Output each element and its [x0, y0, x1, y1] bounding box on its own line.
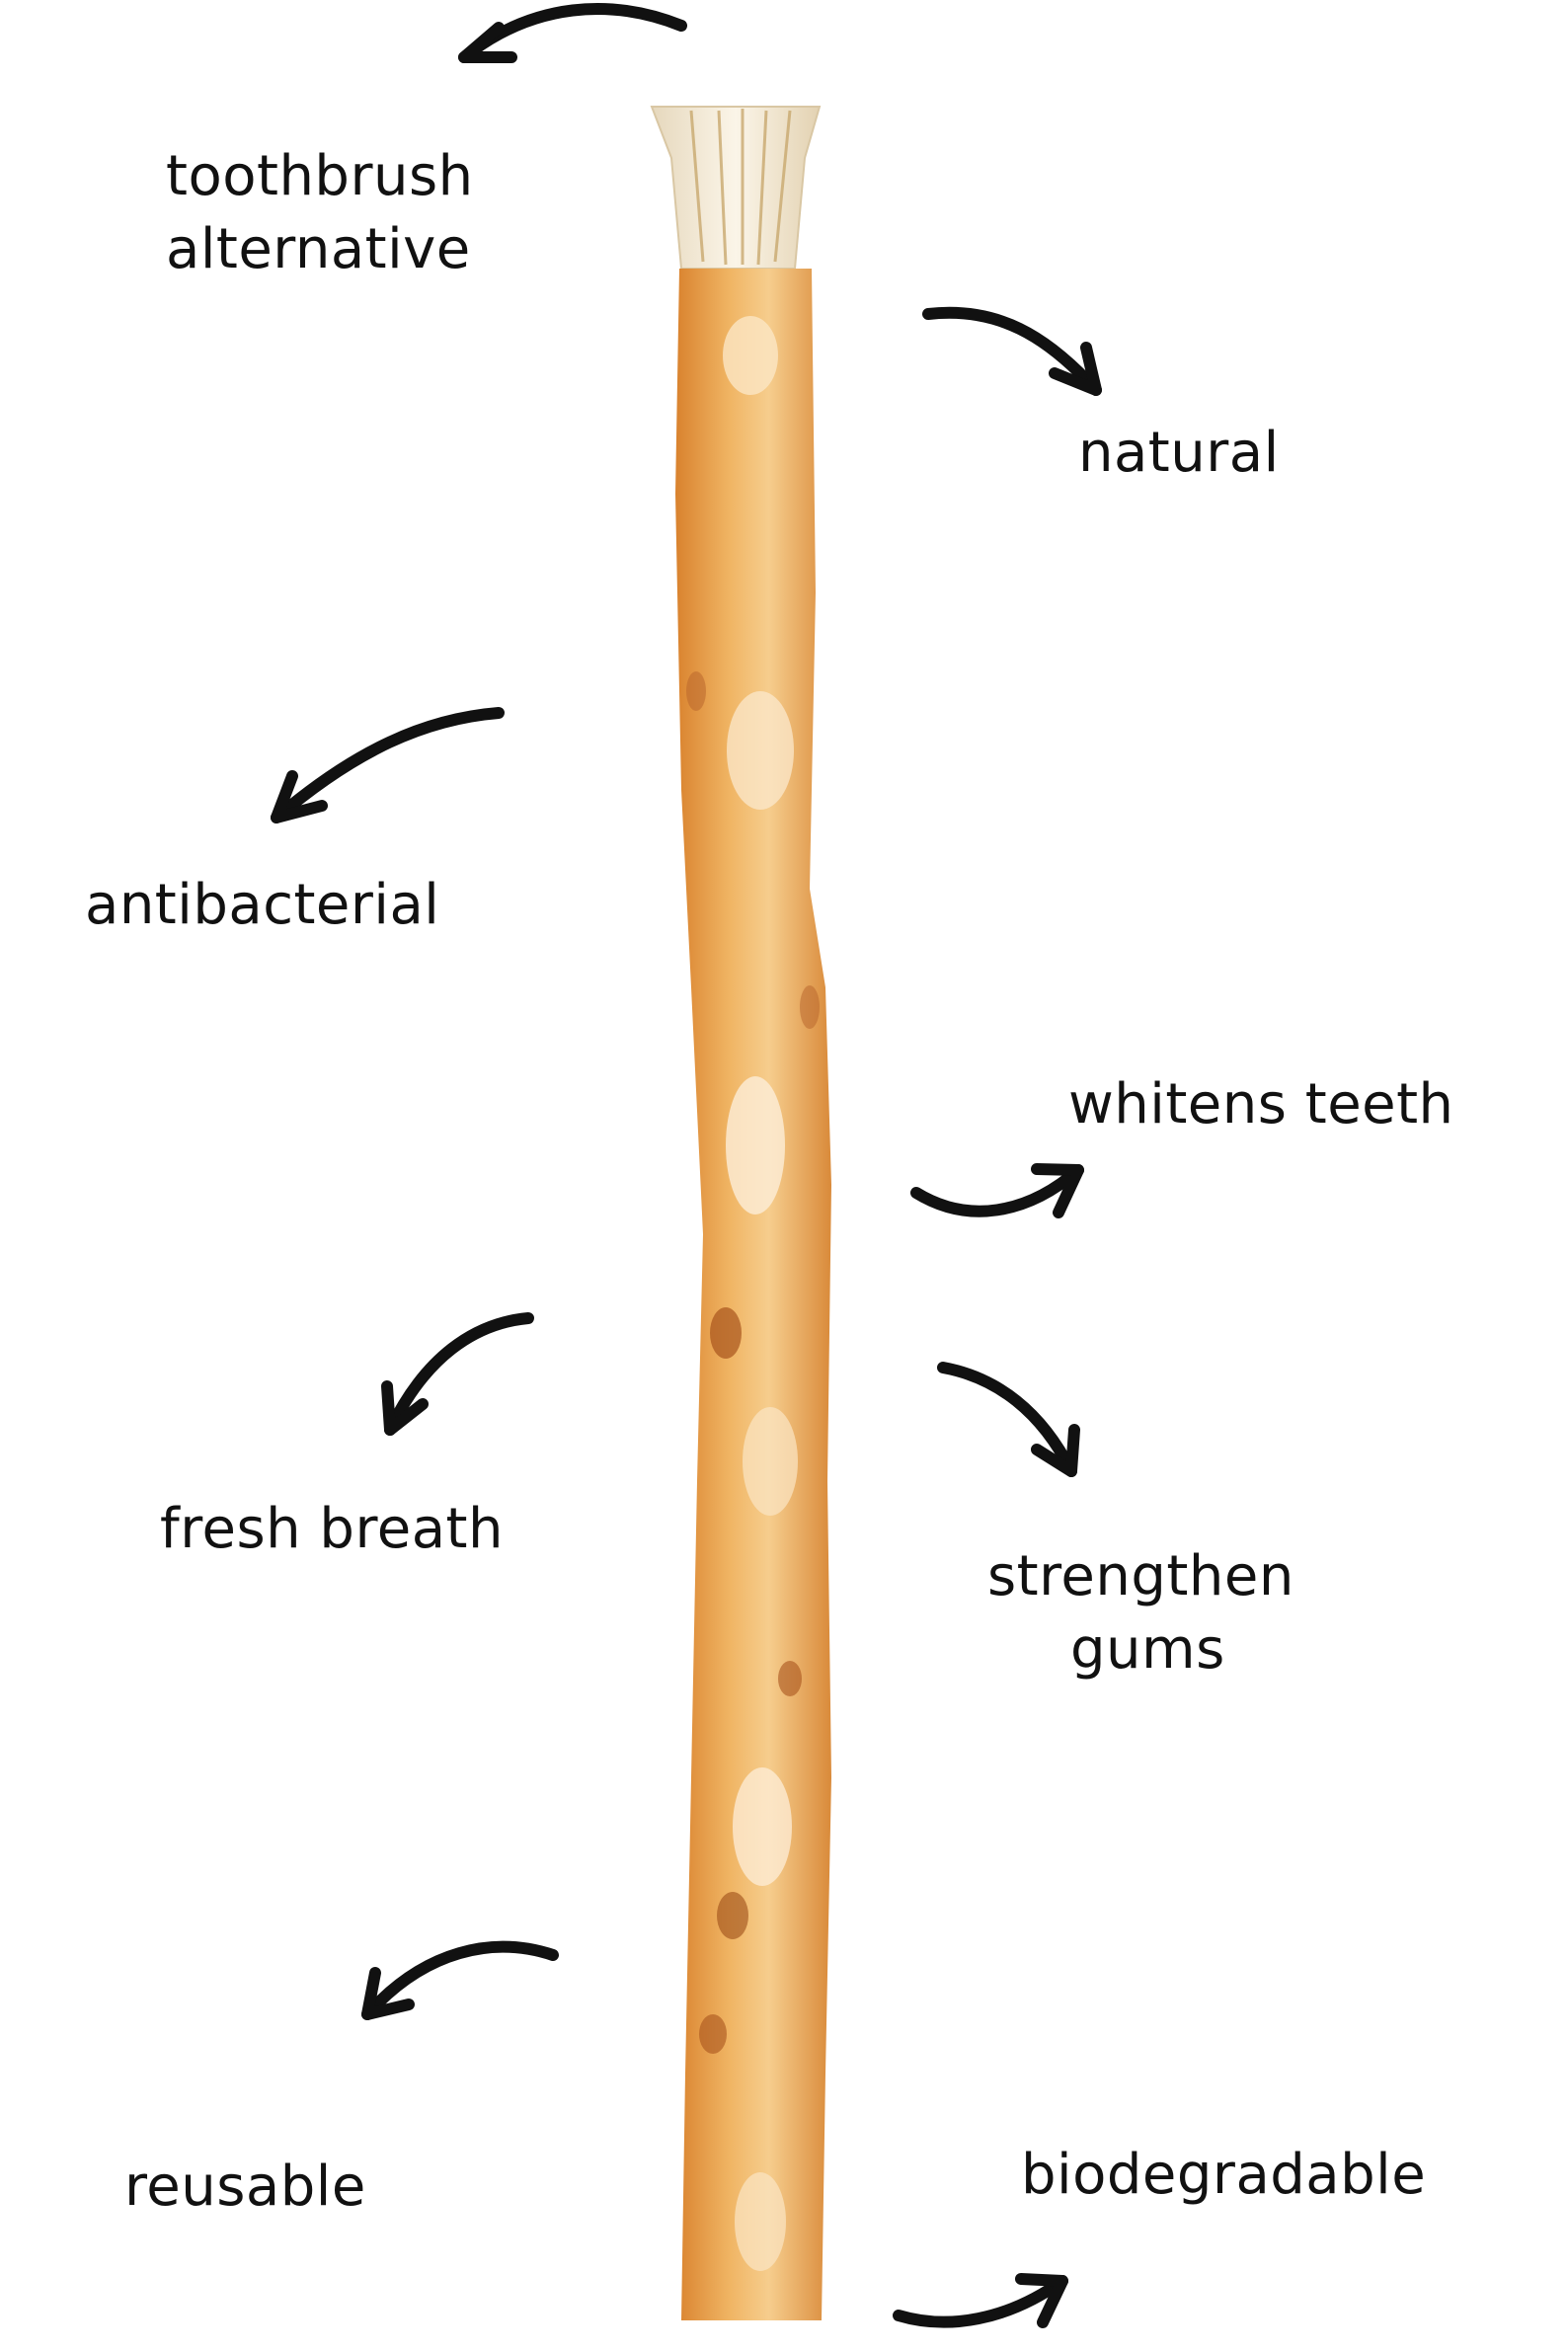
curved-arrow-icon	[271, 707, 505, 823]
label-antibacterial: antibacterial	[85, 873, 440, 937]
wood-texture	[686, 316, 820, 2271]
bristle-strands	[689, 109, 792, 266]
label-strengthen-gums: strengthen gums	[987, 1540, 1294, 1686]
curved-arrow-icon	[893, 2273, 1068, 2328]
label-line: strengthen	[987, 1544, 1294, 1608]
label-whitens-teeth: whitens teeth	[1068, 1072, 1454, 1137]
label-fresh-breath: fresh breath	[160, 1497, 504, 1561]
stick-bristles	[650, 106, 822, 270]
curved-arrow-icon	[910, 1163, 1084, 1218]
label-natural: natural	[1078, 421, 1280, 485]
label-line: gums	[1070, 1616, 1225, 1682]
curved-arrow-icon	[937, 1362, 1080, 1477]
curved-arrow-icon	[458, 3, 687, 63]
curved-arrow-icon	[381, 1312, 534, 1436]
label-reusable: reusable	[124, 2155, 366, 2219]
curved-arrow-icon	[922, 306, 1102, 396]
label-line: toothbrush	[166, 144, 474, 208]
curved-arrow-icon	[361, 1940, 559, 2020]
label-toothbrush-alternative: toothbrush alternative	[166, 140, 474, 286]
miswak-stick-image	[650, 106, 831, 2320]
stick-body	[675, 269, 831, 2320]
label-line: alternative	[166, 216, 471, 281]
label-biodegradable: biodegradable	[1021, 2143, 1427, 2207]
